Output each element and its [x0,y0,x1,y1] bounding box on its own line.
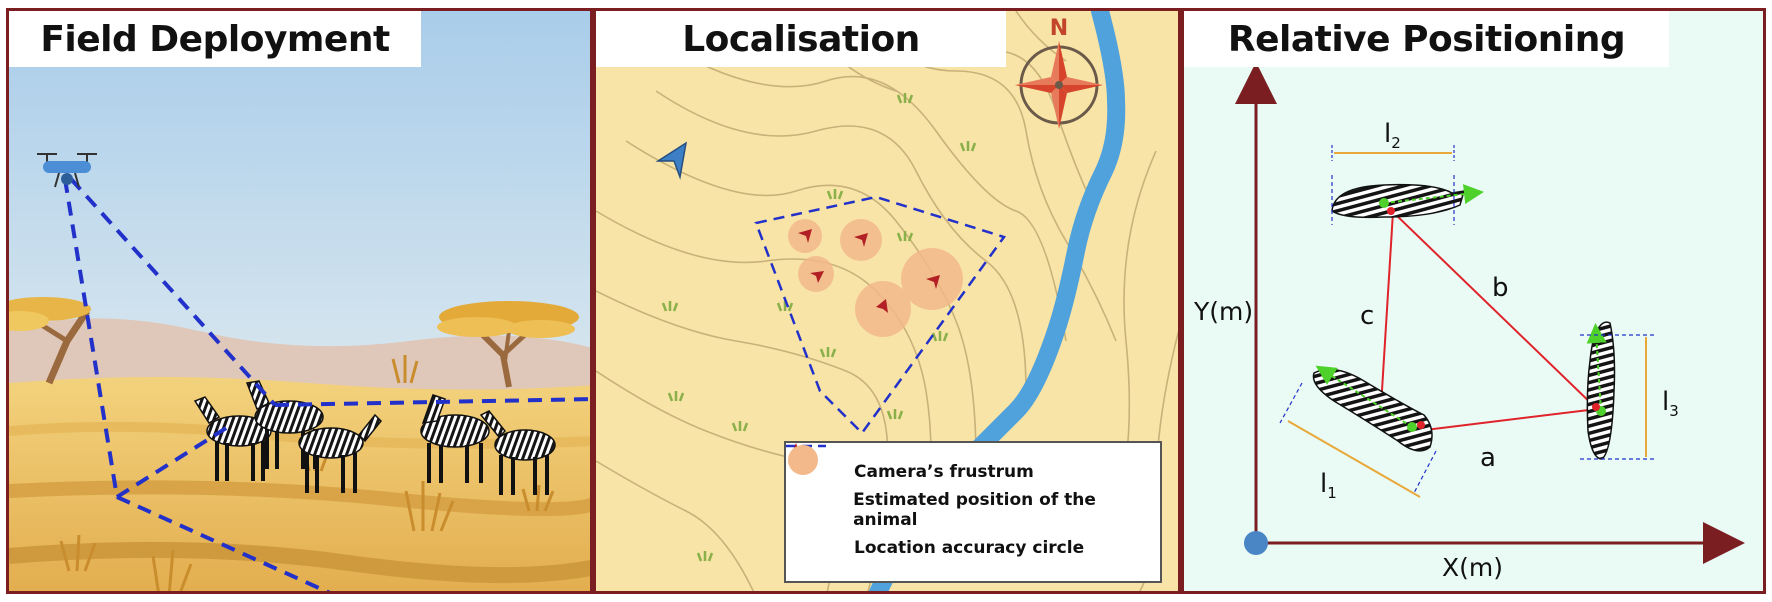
position-marker-icon [798,229,812,243]
field-deployment-panel: Field Deployment [6,8,593,594]
drone-heading-arrow-icon [655,141,688,180]
field-deployment-illustration [9,11,590,591]
position-marker-icon [854,233,868,247]
map-legend: Camera’s frustrum Estimated position of … [784,441,1162,583]
accuracy-circle [840,219,882,261]
segment-label-b: b [1492,273,1509,303]
length-label-l2: l2 [1384,119,1401,153]
edge-c [1379,211,1394,424]
triangle-edges [1379,211,1598,432]
origin-dot [1244,531,1268,555]
legend-label: Estimated position of the animal [853,490,1096,530]
y-axis-label: Y(m) [1194,297,1254,326]
x-axis-label: X(m) [1442,553,1503,582]
edge-a [1416,408,1598,432]
legend-item-accuracy: Location accuracy circle [788,445,1160,567]
zebra-top [1331,145,1484,225]
diagram-background [1184,11,1763,591]
segment-label-a: a [1480,443,1496,473]
edge-b [1392,211,1598,410]
compass-north-label: N [1050,16,1068,41]
length-label-l1: l1 [1320,469,1337,503]
relative-positioning-panel: Relative Positioning Y(m) X(m) a b c l2 … [1181,8,1766,594]
segment-label-c: c [1360,301,1375,331]
accuracy-circle [788,219,822,253]
distant-hills [9,318,590,391]
grass-marks [661,93,977,562]
drone-icon [37,153,97,188]
position-marker-icon [926,275,940,289]
panel-title: Relative Positioning [1184,11,1669,67]
panel-title: Field Deployment [9,11,421,67]
grass-tufts [59,355,555,591]
position-marker-icon [876,299,888,313]
zebra-herd [193,380,556,495]
acacia-tree-right [437,301,579,388]
position-markers [798,229,940,313]
panel-title: Localisation [596,11,1006,67]
legend-label: Location accuracy circle [854,538,1085,558]
orange-circle-icon [788,445,844,563]
red-arrow-marker-icon [788,443,843,525]
relative-positioning-diagram [1184,11,1763,591]
compass-rose-icon [1015,41,1103,129]
localisation-panel: N Localisation Camera’s frustrum Estimat… [593,8,1181,594]
length-label-l3: l3 [1662,387,1679,421]
legend-item-frustrum: Camera’s frustrum [786,444,1160,491]
legend-item-position: Estimated position of the animal [788,443,1160,530]
acacia-tree-left [9,297,91,385]
zebra-right [1580,321,1654,460]
position-marker-icon [810,271,824,283]
camera-frustrum-lines [63,177,590,591]
zebra-bottom-left [1279,365,1437,498]
legend-label: Camera’s frustrum [854,462,1034,482]
